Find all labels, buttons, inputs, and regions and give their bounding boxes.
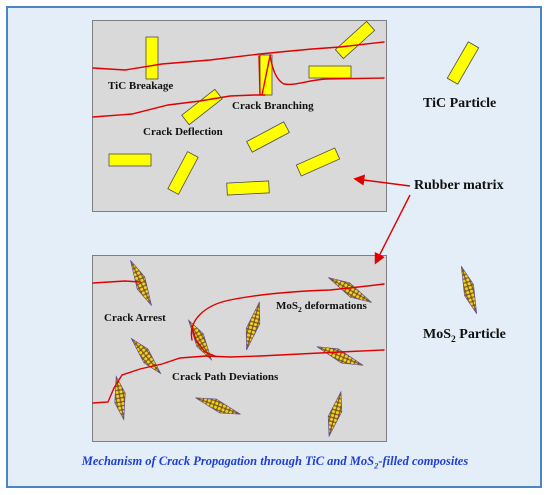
tic-particle [167, 151, 199, 195]
label-crack-deflection: Crack Deflection [143, 126, 223, 138]
figure-caption: Mechanism of Crack Propagation through T… [81, 454, 469, 471]
label-crack-arrest: Crack Arrest [104, 312, 166, 324]
mos2-cracks [92, 280, 385, 404]
tic-particle [295, 147, 341, 177]
label-mos2-particle: MoS2 Particle [423, 327, 506, 345]
tic-particle-legend [446, 41, 480, 85]
tic-particles [108, 20, 480, 196]
crack-line [191, 327, 216, 357]
label-tic-breakage: TiC Breakage [108, 80, 174, 92]
tic-particle [334, 20, 376, 60]
tic-cracks [92, 41, 385, 118]
crack-line [92, 94, 266, 118]
crack-line [92, 280, 141, 284]
crack-line [258, 55, 261, 96]
tic-particle [108, 153, 152, 167]
mos2-particle [195, 397, 241, 415]
mos2-particle-legend [460, 266, 478, 314]
mos2-particle [114, 375, 126, 421]
label-mos2-deformations: MoS2 deformations [276, 300, 367, 315]
crack-line [261, 55, 271, 96]
mos2-particle [316, 346, 364, 366]
tic-particle [226, 180, 270, 196]
mos2-particle [130, 260, 152, 306]
tic-particle [181, 88, 223, 126]
mos2-particle [245, 301, 261, 351]
label-rubber-matrix: Rubber matrix [414, 178, 504, 193]
mos2-particle [327, 390, 343, 438]
rubber-matrix-arrows [353, 174, 411, 265]
arrow-to-bottom-matrix [374, 194, 411, 265]
crack-line [269, 54, 385, 86]
mos2-particle [130, 337, 162, 375]
mos2-particle [187, 319, 213, 361]
mos2-particle [328, 277, 372, 303]
arrow-to-top-matrix [353, 174, 411, 187]
label-crack-path-deviations: Crack Path Deviations [172, 371, 279, 383]
tic-particle [246, 121, 290, 153]
tic-particle [308, 65, 352, 79]
crack-line [190, 283, 385, 341]
label-tic-particle: TiC Particle [423, 96, 497, 111]
crack-line [92, 349, 385, 404]
tic-particle [145, 36, 159, 80]
label-crack-branching: Crack Branching [232, 100, 314, 112]
mos2-particles [114, 260, 478, 438]
crack-line [92, 41, 385, 71]
